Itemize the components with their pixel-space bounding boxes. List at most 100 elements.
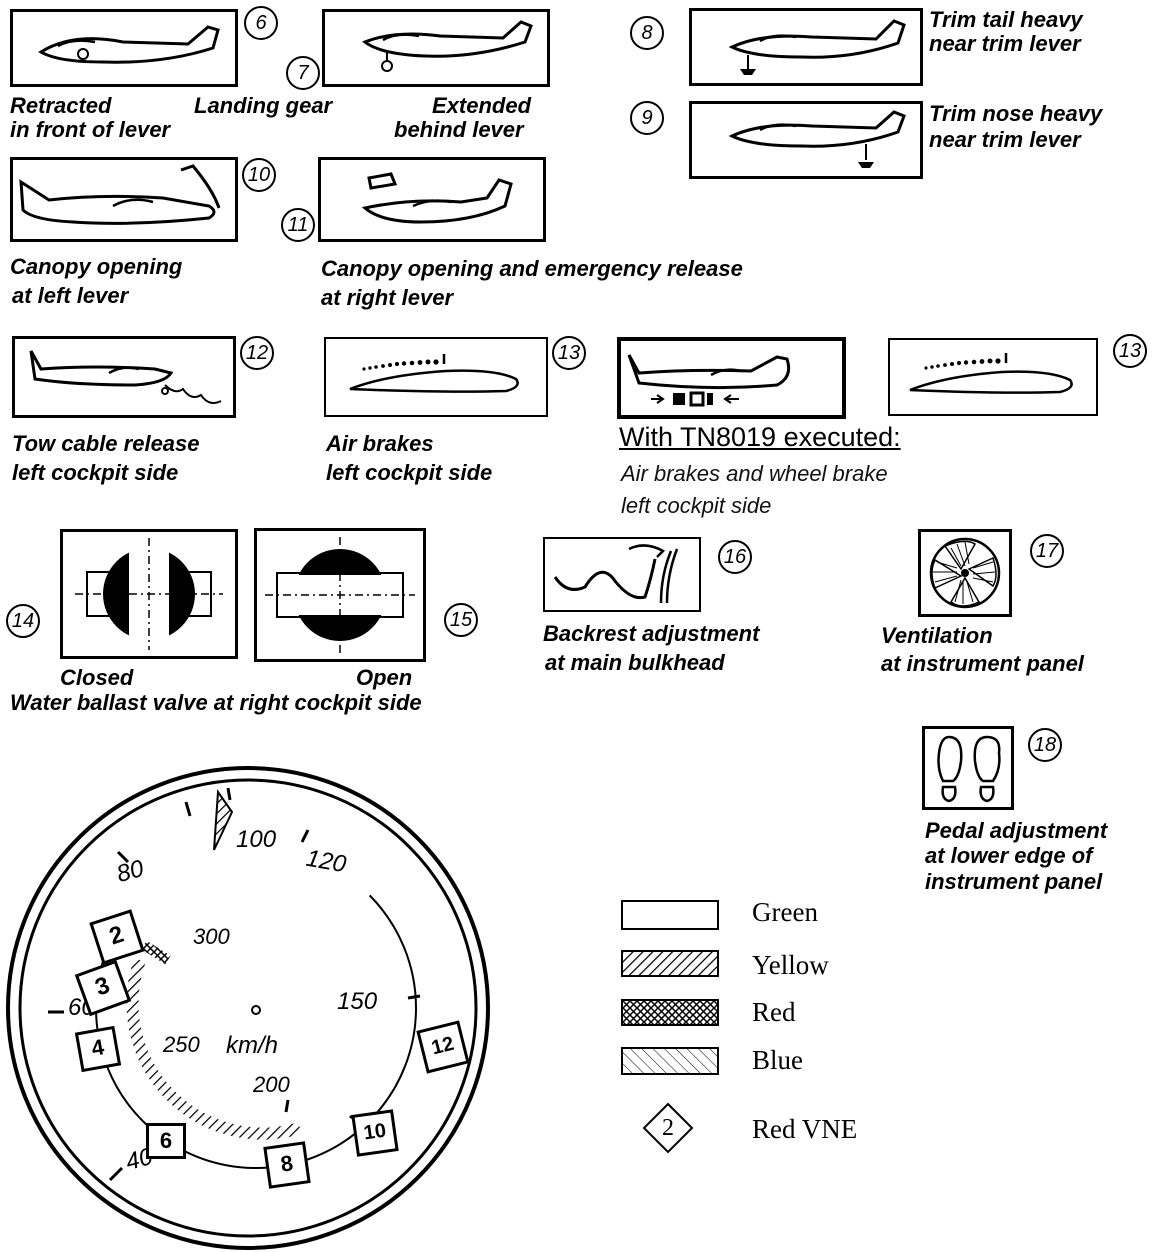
placard-number-10: 10 [242,158,276,192]
asi-unit-label: km/h [226,1032,279,1059]
asi-tick-label-200: 200 [253,1072,290,1097]
legend-label-red: Red [752,997,796,1027]
tow-release-label-2: left cockpit side [12,460,179,485]
tn8019-heading: With TN8019 executed: [619,422,901,452]
canopy-left-label-2: at left lever [12,283,129,308]
vne-marker-6: 6 [146,1123,186,1159]
glider-canopy-release-icon [361,172,513,224]
air-brakes-label-1: Air brakes [326,431,434,456]
placard-15-valve-open [254,528,426,662]
seat-backrest-icon [553,544,679,604]
placard-7-gear-extended [322,9,550,87]
pedal-label-1: Pedal adjustment [925,818,1108,843]
asi-tick-label-100: 100 [236,826,277,853]
legend-swatch-green [621,900,719,930]
asi-tick-label-300: 300 [193,924,230,949]
placard-13b-air-brakes [888,338,1098,416]
trim-nose-label-1: Trim nose heavy [929,101,1103,126]
placard-13-air-brakes [324,337,548,417]
tn8019-label-1: Air brakes and wheel brake [621,461,888,486]
placard-11-canopy-right [318,157,546,242]
gear-extended-label-2: behind lever [394,117,524,142]
legend-label-yellow: Yellow [752,950,829,980]
tn8019-label-2: left cockpit side [621,493,772,518]
placard-number-16: 16 [718,540,752,574]
ventilation-label-1: Ventilation [881,623,993,648]
placard-number-15: 15 [444,603,478,637]
vne-marker-3-label: 3 [91,971,114,1002]
placard-16-backrest [543,537,701,612]
trim-nose-label-2: near trim lever [929,127,1081,152]
asi-tick-label-150: 150 [337,988,378,1015]
asi-tick-label-250: 250 [163,1032,200,1057]
canopy-right-label-1: Canopy opening and emergency release [321,256,743,281]
vne-marker-6-label: 6 [159,1128,173,1153]
vne-marker-12: 12 [416,1020,470,1074]
placard-tn8019-wheel-brake [617,337,846,419]
asi-center-pin [251,1005,261,1015]
vne-marker-10: 10 [351,1109,399,1157]
legend-swatch-yellow [621,950,719,977]
valve-open-label: Open [356,665,413,690]
glider-trim-tail-icon [728,19,906,75]
placard-number-12: 12 [240,336,274,370]
canopy-right-label-2: at right lever [321,285,454,310]
valve-closed-icon [75,538,223,650]
air-brake-wing-icon-2 [909,353,1073,394]
asi-red-mark [141,940,171,965]
vne-marker-12-label: 12 [429,1032,457,1060]
placard-number-7: 7 [286,56,320,90]
legend-diamond-symbol: 2 [662,1115,674,1141]
air-brakes-label-2: left cockpit side [326,460,493,485]
glider-gear-extended-icon [362,20,533,72]
gear-extended-label-1: Extended [432,93,532,118]
placard-number-11: 11 [281,208,315,242]
placard-9-trim-nose-heavy [689,101,923,179]
trim-tail-label-1: Trim tail heavy [929,7,1083,32]
ventilation-label-2: at instrument panel [881,651,1084,676]
placard-10-canopy-left [10,157,238,242]
trim-tail-label-2: near trim lever [929,31,1081,56]
legend-label-blue: Blue [752,1045,803,1075]
valve-open-icon [265,537,415,653]
placard-number-14: 14 [6,604,40,638]
placard-14-valve-closed [60,529,238,659]
glider-tow-release-icon [29,350,222,404]
asi-tick-label-80: 80 [113,855,147,889]
legend-label-red-vne: Red VNE [752,1114,858,1144]
vne-marker-8-label: 8 [278,1150,295,1177]
placard-number-9: 9 [630,101,664,135]
footprints-icon [937,735,1001,803]
placard-18-pedal [922,726,1014,810]
asi-needle-tip [213,789,234,851]
glider-canopy-open-icon [19,164,221,225]
vne-marker-4-label: 4 [89,1034,106,1061]
vne-marker-10-label: 10 [362,1119,388,1145]
glider-trim-nose-icon [728,110,906,168]
placard-number-17: 17 [1030,534,1064,568]
ventilation-fan-icon [929,537,1001,609]
gear-retracted-label-2: in front of lever [10,117,171,142]
placard-6-gear-retracted [10,9,238,87]
legend-swatch-blue [621,1047,719,1075]
glider-wheel-brake-icon [627,354,791,407]
vne-marker-4: 4 [74,1025,122,1073]
pedal-label-3: instrument panel [925,869,1103,894]
placard-number-8: 8 [630,16,664,50]
placard-number-6: 6 [244,6,278,40]
air-brake-wing-icon [349,354,519,393]
backrest-label-1: Backrest adjustment [543,621,760,646]
gear-retracted-label-1: Retracted [10,93,112,118]
placard-12-tow-release [12,336,236,418]
tow-release-label-1: Tow cable release [12,431,200,456]
placard-number-13a: 13 [552,336,586,370]
canopy-left-label-1: Canopy opening [10,254,183,279]
glider-gear-retracted-icon [38,25,220,64]
vne-marker-2: 2 [89,909,145,965]
placard-number-18: 18 [1028,728,1062,762]
landing-gear-label: Landing gear [194,93,333,118]
placard-17-ventilation [918,529,1012,617]
placard-8-trim-tail-heavy [689,8,923,86]
vne-marker-8: 8 [263,1141,311,1189]
legend-swatch-red [621,999,719,1026]
